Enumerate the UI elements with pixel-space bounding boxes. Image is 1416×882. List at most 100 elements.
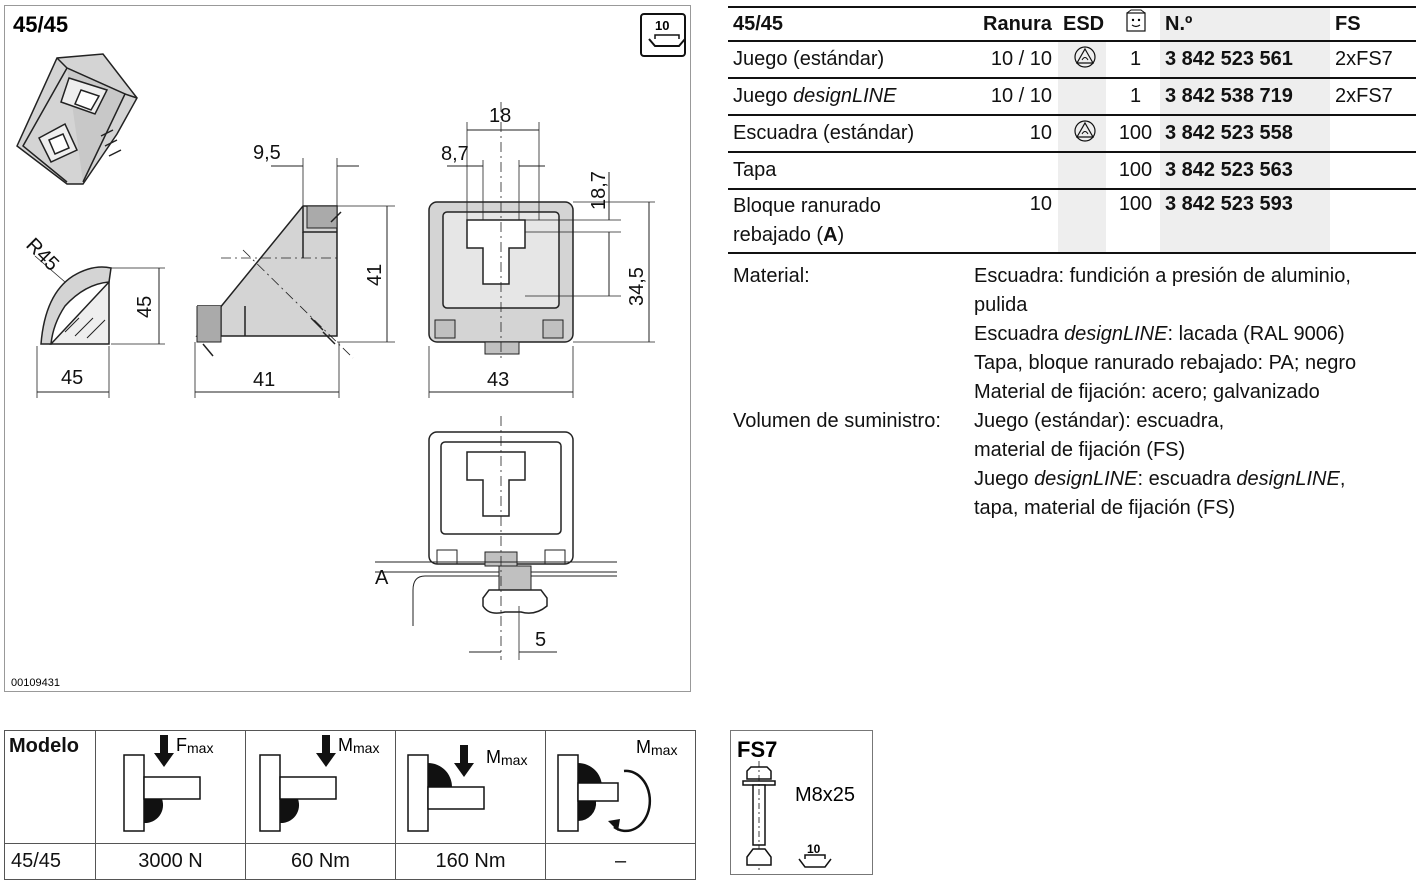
esd-icon (1073, 45, 1096, 68)
supply-line: tapa, material de fijación (FS) (974, 497, 1236, 519)
row-number: 3 842 538 719 (1160, 78, 1330, 116)
mmax-label: M (486, 747, 501, 767)
technical-drawing-panel: 45/45 10 (4, 5, 691, 692)
detail-label-a: A (375, 567, 389, 589)
load-model-value: 45/45 (4, 843, 96, 880)
drawing-image-id: 00109431 (11, 677, 60, 689)
row-number: 3 842 523 563 (1160, 152, 1330, 190)
supply-line: Juego (974, 468, 1035, 490)
moment-mmax-icon: Mmax (259, 735, 379, 832)
fs7-slot-badge: 10 (807, 842, 821, 856)
dim-5: 5 (535, 629, 546, 651)
row-qty: 1 (1106, 41, 1160, 79)
bracket-slot-detail-view (375, 416, 617, 660)
bracket-3d-view (16, 53, 138, 185)
load-icon-cell: Mmax (245, 730, 396, 844)
fmax-label: F (176, 735, 187, 755)
fs7-screw-label: M8x25 (795, 784, 855, 806)
dim-43: 43 (487, 369, 509, 391)
row-fs (1330, 115, 1416, 153)
material-line: : lacada (RAL 9006) (1167, 323, 1345, 345)
load-table: Modelo Fmax Mmax (4, 730, 696, 880)
force-fmax-icon: Fmax (123, 735, 213, 832)
supply-line-italic: designLINE (1236, 468, 1340, 490)
product-table: 45/45 Ranura ESD N.º FS Juego (estándar)… (728, 6, 1416, 254)
header-esd: ESD (1058, 6, 1106, 42)
supply-label: Volumen de suministro: (733, 410, 941, 432)
material-label: Material: (733, 265, 810, 287)
svg-text:Fmax: Fmax (176, 735, 213, 756)
header-slot: Ranura (978, 6, 1058, 42)
row-name: Tapa (728, 152, 978, 190)
table-row: Bloque ranurado rebajado (A) 10 100 3 84… (728, 189, 1416, 254)
svg-text:Mmax: Mmax (486, 747, 527, 768)
mmax-label: M (636, 737, 651, 757)
material-line-italic: designLINE (1064, 323, 1168, 345)
row-qty: 1 (1106, 78, 1160, 116)
packaging-icon (1125, 9, 1146, 32)
material-section: Material: Escuadra: fundición a presión … (733, 262, 1413, 523)
bracket-triangle-view (194, 158, 395, 398)
fmax-sub: max (187, 740, 213, 756)
slot-profile-badge-icon: 10 (640, 13, 686, 57)
header-model: 45/45 (728, 6, 978, 42)
header-packaging (1106, 6, 1160, 42)
svg-text:Mmax: Mmax (636, 737, 677, 758)
row-esd (1058, 152, 1106, 190)
load-value: 60 Nm (245, 843, 396, 880)
row-name: Juego designLINE (728, 78, 978, 116)
load-value: 160 Nm (395, 843, 546, 880)
row-fs: 2xFS7 (1330, 78, 1416, 116)
row-slot: 10 (978, 115, 1058, 153)
dim-18-7: 18,7 (588, 171, 610, 210)
row-esd (1058, 41, 1106, 79)
moment-mmax-icon: Mmax (407, 745, 527, 832)
row-number: 3 842 523 593 (1160, 189, 1330, 254)
fs7-title: FS7 (737, 737, 777, 762)
supply-line: material de fijación (FS) (974, 439, 1186, 461)
drawing-title: 45/45 (13, 12, 68, 37)
supply-line: : escuadra (1137, 468, 1237, 490)
bracket-front-view (428, 102, 655, 398)
supply-section: Volumen de suministro: Juego (estándar):… (733, 407, 1413, 523)
material-line: Material de fijación: acero; galvanizado (974, 381, 1320, 403)
load-value: 3000 N (95, 843, 246, 880)
dim-r45: R45 (21, 234, 63, 276)
torsion-mmax-icon: Mmax (557, 737, 677, 833)
row-number: 3 842 523 558 (1160, 115, 1330, 153)
dim-41-bottom: 41 (253, 369, 275, 391)
row-qty: 100 (1106, 115, 1160, 153)
row-name: Bloque ranurado rebajado (A) (728, 189, 978, 254)
product-table-header: 45/45 Ranura ESD N.º FS (728, 6, 1416, 42)
screw-icon (742, 761, 776, 871)
row-slot: 10 (978, 189, 1058, 254)
row-name-line2-end: ) (837, 224, 845, 246)
supply-line-italic: designLINE (1034, 468, 1138, 490)
row-esd (1058, 78, 1106, 116)
material-line: Escuadra (974, 323, 1065, 345)
row-fs: 2xFS7 (1330, 41, 1416, 79)
fs7-drawing: FS7 M8x25 10 (737, 737, 855, 871)
technical-drawing: 45/45 10 (11, 12, 686, 689)
row-slot: 10 / 10 (978, 41, 1058, 79)
load-value: – (545, 843, 696, 880)
dim-18: 18 (489, 105, 511, 127)
slot-badge-label: 10 (655, 18, 669, 33)
mmax-sub: max (353, 740, 379, 756)
header-fs: FS (1330, 6, 1416, 42)
mmax-label: M (338, 735, 353, 755)
mmax-sub: max (501, 752, 527, 768)
row-esd (1058, 115, 1106, 153)
dim-9-5: 9,5 (253, 142, 281, 164)
material-line: pulida (974, 294, 1028, 316)
mmax-sub: max (651, 742, 677, 758)
load-icon-cell: Fmax (95, 730, 246, 844)
row-fs (1330, 152, 1416, 190)
row-slot (978, 152, 1058, 190)
material-line: Tapa, bloque ranurado rebajado: PA; negr… (974, 352, 1357, 374)
row-name-line2-bold: A (823, 224, 838, 246)
dim-34-5: 34,5 (626, 267, 648, 306)
